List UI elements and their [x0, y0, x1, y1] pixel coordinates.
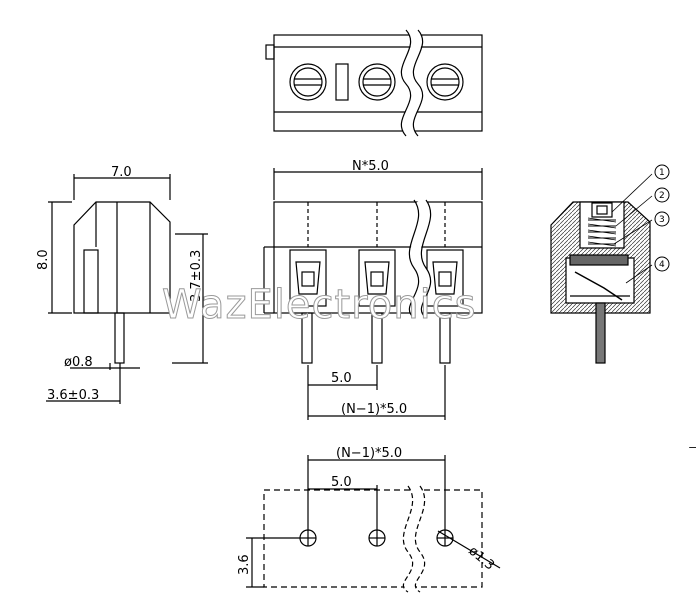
dim-pin-diameter: ø0.8 [64, 355, 93, 370]
dim-hole-diameter: ø1.3 [465, 544, 497, 574]
dim-height-total: 8.0 [36, 249, 51, 270]
top-screw [289, 63, 327, 101]
top-screw [358, 63, 396, 101]
dim-length-n: N*5.0 [352, 159, 389, 174]
dim-hole-offset: 3.6 [237, 554, 252, 575]
front-clamp [358, 249, 396, 364]
dim-pitch: 5.0 [331, 371, 352, 386]
dim-pin-offset: 3.6±0.3 [47, 388, 99, 403]
top-view [265, 26, 483, 140]
callout-4: 4 [659, 260, 665, 270]
edge-mark: ⊣ [688, 441, 696, 456]
side-view [46, 174, 208, 404]
dim-height-body: 3.7±0.3 [189, 250, 204, 302]
section-view [550, 173, 653, 364]
watermark: WazElectronics [162, 282, 477, 328]
front-clamp [289, 249, 327, 364]
callout-2: 2 [659, 191, 665, 201]
pcb-footprint [246, 455, 501, 597]
front-view [263, 168, 483, 420]
callout-3: 3 [659, 215, 665, 225]
callout-1: 1 [659, 168, 665, 178]
dim-pitch-bottom: 5.0 [331, 475, 352, 490]
dim-width-top: 7.0 [111, 165, 132, 180]
dim-span-bottom: (N−1)*5.0 [336, 446, 402, 461]
callout-bubbles [654, 164, 670, 272]
dim-span: (N−1)*5.0 [341, 402, 407, 417]
top-screw [426, 63, 464, 101]
